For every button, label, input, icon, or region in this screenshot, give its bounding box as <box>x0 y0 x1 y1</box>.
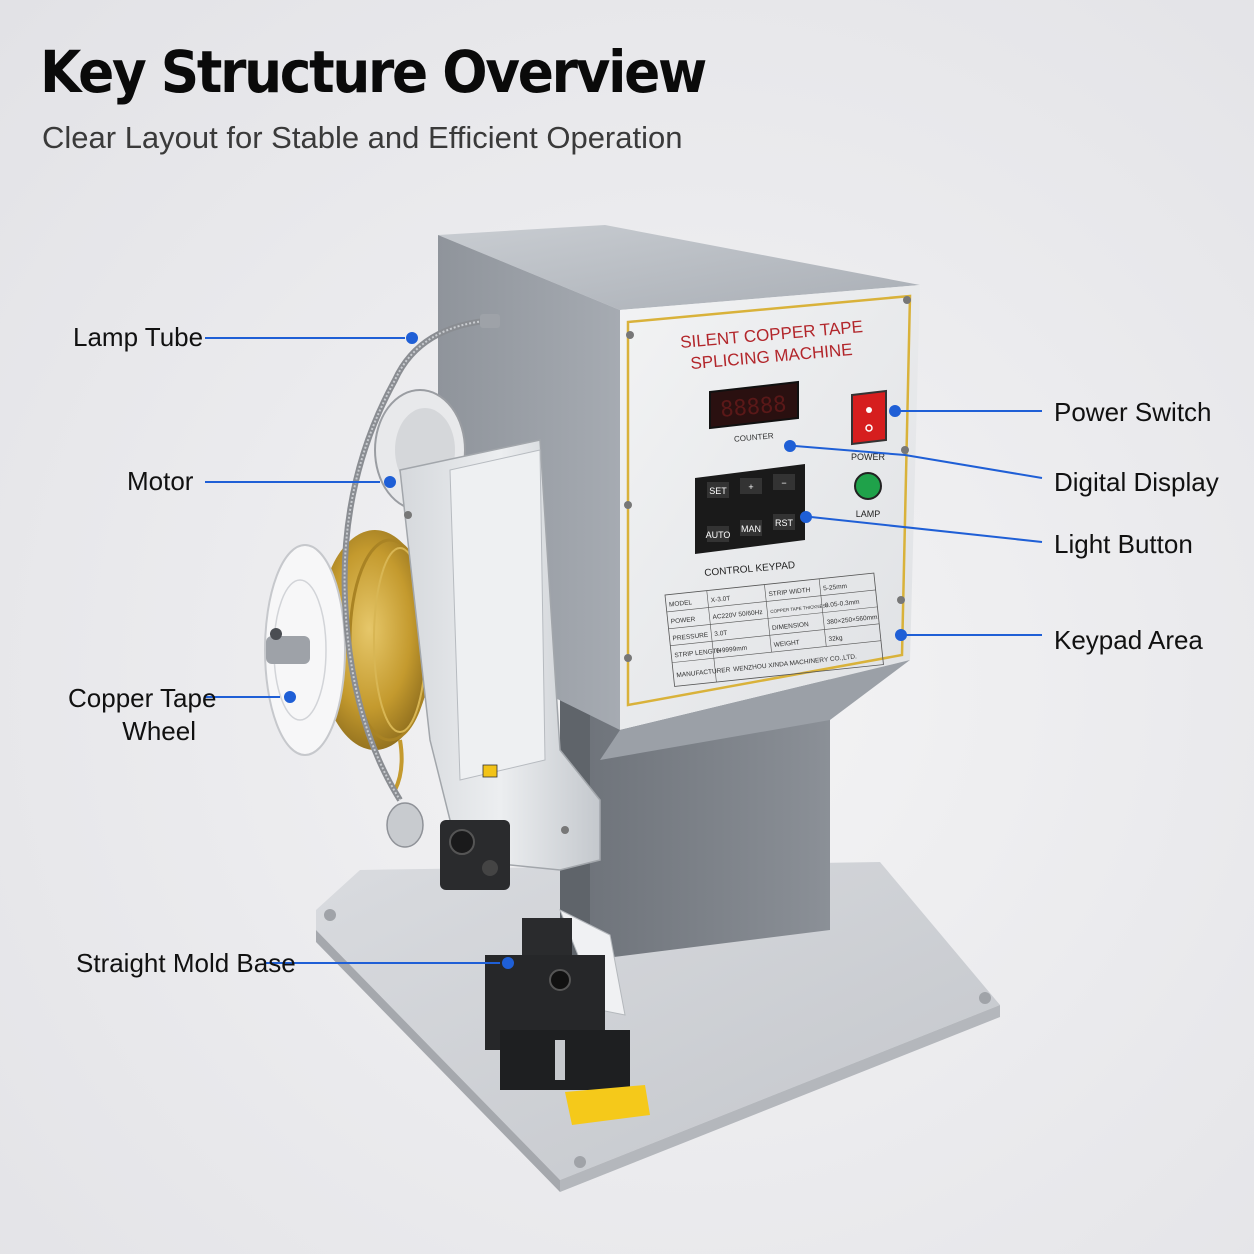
svg-text:X-3.0T: X-3.0T <box>710 595 730 604</box>
svg-text:SET: SET <box>709 486 727 496</box>
lamp-label: LAMP <box>856 509 881 519</box>
svg-text:STRIP LENGTH: STRIP LENGTH <box>674 647 722 659</box>
callout-copper-wheel-line1: Copper Tape <box>68 683 217 713</box>
callout-motor: Motor <box>127 466 194 496</box>
page-title: Key Structure Overview <box>40 38 707 106</box>
straight-mold-base <box>485 908 650 1125</box>
digital-display <box>709 380 799 430</box>
key-plus[interactable] <box>740 478 762 494</box>
key-rst[interactable] <box>773 514 795 530</box>
callout-copper-wheel-line2: Wheel <box>122 716 196 746</box>
svg-text:0.05-0.3mm: 0.05-0.3mm <box>825 599 860 610</box>
svg-text:5-25mm: 5-25mm <box>823 583 847 592</box>
svg-text:88888: 88888 <box>719 392 787 423</box>
svg-text:32kg: 32kg <box>828 635 843 643</box>
key-man[interactable] <box>740 520 762 536</box>
callout-keypad-area: Keypad Area <box>1054 625 1203 655</box>
light-button-dot <box>800 511 812 523</box>
svg-text:3.0T: 3.0T <box>714 630 728 638</box>
key-set[interactable] <box>707 482 729 498</box>
svg-text:−: − <box>781 478 786 488</box>
lamp-tube-dot <box>406 332 418 344</box>
svg-text:WEIGHT: WEIGHT <box>773 639 800 649</box>
keypad-area-dot <box>895 629 907 641</box>
svg-text:COPPER TAPE THICKNESS: COPPER TAPE THICKNESS <box>770 603 829 614</box>
svg-text:RST: RST <box>775 518 794 528</box>
callout-straight-mold-base: Straight Mold Base <box>76 948 296 978</box>
counter-label: COUNTER <box>734 431 774 443</box>
svg-text:PRESSURE: PRESSURE <box>672 632 709 643</box>
svg-text:DIMENSION: DIMENSION <box>772 621 810 632</box>
page-subtitle: Clear Layout for Stable and Efficient Op… <box>42 120 683 155</box>
power-switch[interactable] <box>851 389 887 446</box>
svg-text:POWER: POWER <box>670 616 695 626</box>
digital-display-dot <box>784 440 796 452</box>
callout-light-button: Light Button <box>1054 529 1193 559</box>
callout-lines <box>205 332 1043 969</box>
base-plate <box>316 862 1000 1192</box>
svg-text:0-9999mm: 0-9999mm <box>716 645 748 655</box>
feeder-block <box>440 820 510 890</box>
svg-text:MAN: MAN <box>741 524 761 534</box>
power-label: POWER <box>851 452 886 462</box>
callout-lamp-tube: Lamp Tube <box>73 322 204 352</box>
key-minus[interactable] <box>773 474 795 490</box>
svg-text:MODEL: MODEL <box>669 599 693 608</box>
copper-wheel-dot <box>284 691 296 703</box>
mold-base-dot <box>502 957 514 969</box>
callout-digital-display: Digital Display <box>1054 467 1219 497</box>
svg-text:AUTO: AUTO <box>706 530 731 540</box>
svg-text:STRIP WIDTH: STRIP WIDTH <box>768 587 811 598</box>
warning-label <box>565 1085 650 1125</box>
lamp-button[interactable] <box>854 472 882 500</box>
power-switch-dot <box>889 405 901 417</box>
punch-arm <box>399 439 601 871</box>
callout-power-switch: Power Switch <box>1054 397 1212 427</box>
svg-text:+: + <box>748 482 753 492</box>
lamp-head <box>386 802 424 848</box>
motor-dot <box>384 476 396 488</box>
key-auto[interactable] <box>707 526 729 542</box>
